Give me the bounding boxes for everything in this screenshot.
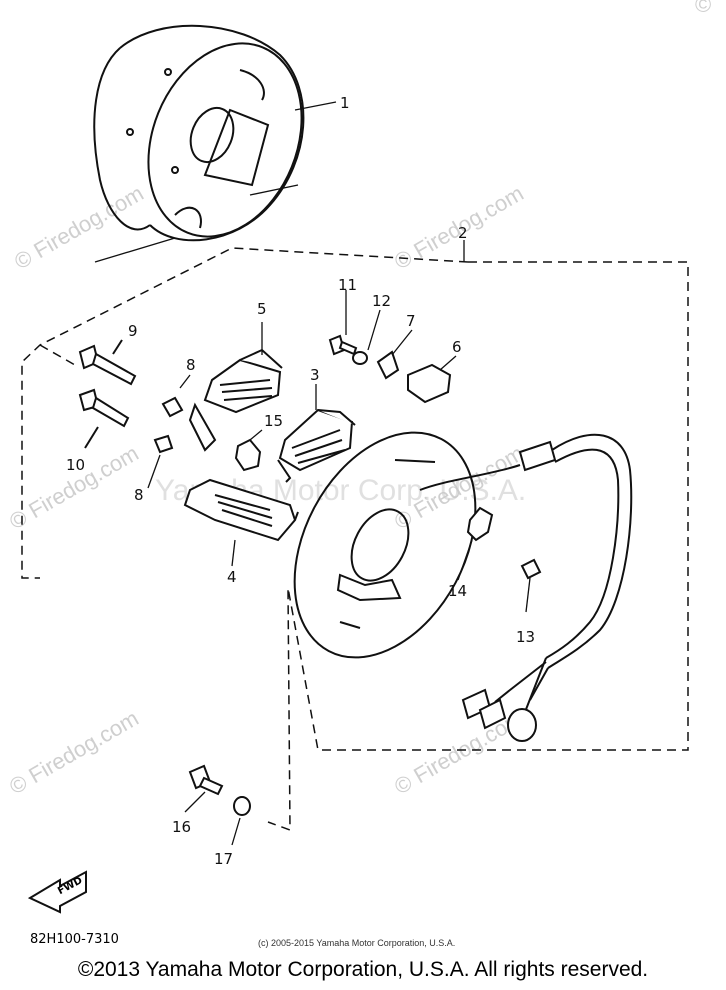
watermark-layer: © Firedog.com © Firedog.com © Firedog.co… [5, 0, 711, 799]
callout-6: 6 [452, 338, 462, 356]
callout-8-upper: 8 [186, 356, 196, 374]
callout-5: 5 [257, 300, 267, 318]
callout-10: 10 [66, 456, 85, 474]
callout-16: 16 [172, 818, 191, 836]
wire-harness [461, 433, 633, 742]
callout-8-lower: 8 [134, 486, 144, 504]
callout-11: 11 [338, 276, 357, 294]
watermark-site-mid-left: © Firedog.com [5, 440, 143, 534]
callout-14: 14 [448, 582, 467, 600]
assembly-boundary [21, 247, 689, 832]
cord-clamp-14 [457, 506, 494, 581]
callout-1: 1 [340, 94, 350, 112]
coil-4 [183, 478, 299, 567]
copyright-small: (c) 2005-2015 Yamaha Motor Corporation, … [258, 938, 456, 948]
part-number: 82H100-7310 [30, 932, 119, 947]
callout-4: 4 [227, 568, 237, 586]
screws-9-10 [78, 339, 137, 449]
coil-3 [277, 384, 356, 483]
callout-17: 17 [214, 850, 233, 868]
callout-2: 2 [458, 224, 468, 242]
stator-plate [293, 431, 521, 659]
callout-3: 3 [310, 366, 320, 384]
screw-13 [520, 558, 542, 613]
callout-12: 12 [372, 292, 391, 310]
fwd-arrow: FWD [27, 870, 87, 914]
clips-8 [147, 374, 191, 489]
copyright-main: ©2013 Yamaha Motor Corporation, U.S.A. A… [77, 958, 649, 981]
callout-7: 7 [406, 312, 416, 330]
watermark-site-lower-right: © Firedog.com [390, 705, 528, 799]
callout-9: 9 [128, 322, 138, 340]
small-parts-top [328, 290, 457, 404]
callout-labels: 1 2 3 4 5 6 7 8 8 9 10 11 12 13 14 15 16… [66, 94, 535, 868]
spacer-15 [234, 429, 263, 472]
flywheel-rotor [93, 24, 305, 242]
watermark-site-lower-left: © Firedog.com [5, 705, 143, 799]
callout-13: 13 [516, 628, 535, 646]
watermark-site-top-right: © [695, 0, 711, 17]
screw-16-washer-17 [184, 764, 251, 846]
callout-15: 15 [264, 412, 283, 430]
coil-5 [188, 322, 283, 452]
callout-leaders [94, 101, 465, 263]
